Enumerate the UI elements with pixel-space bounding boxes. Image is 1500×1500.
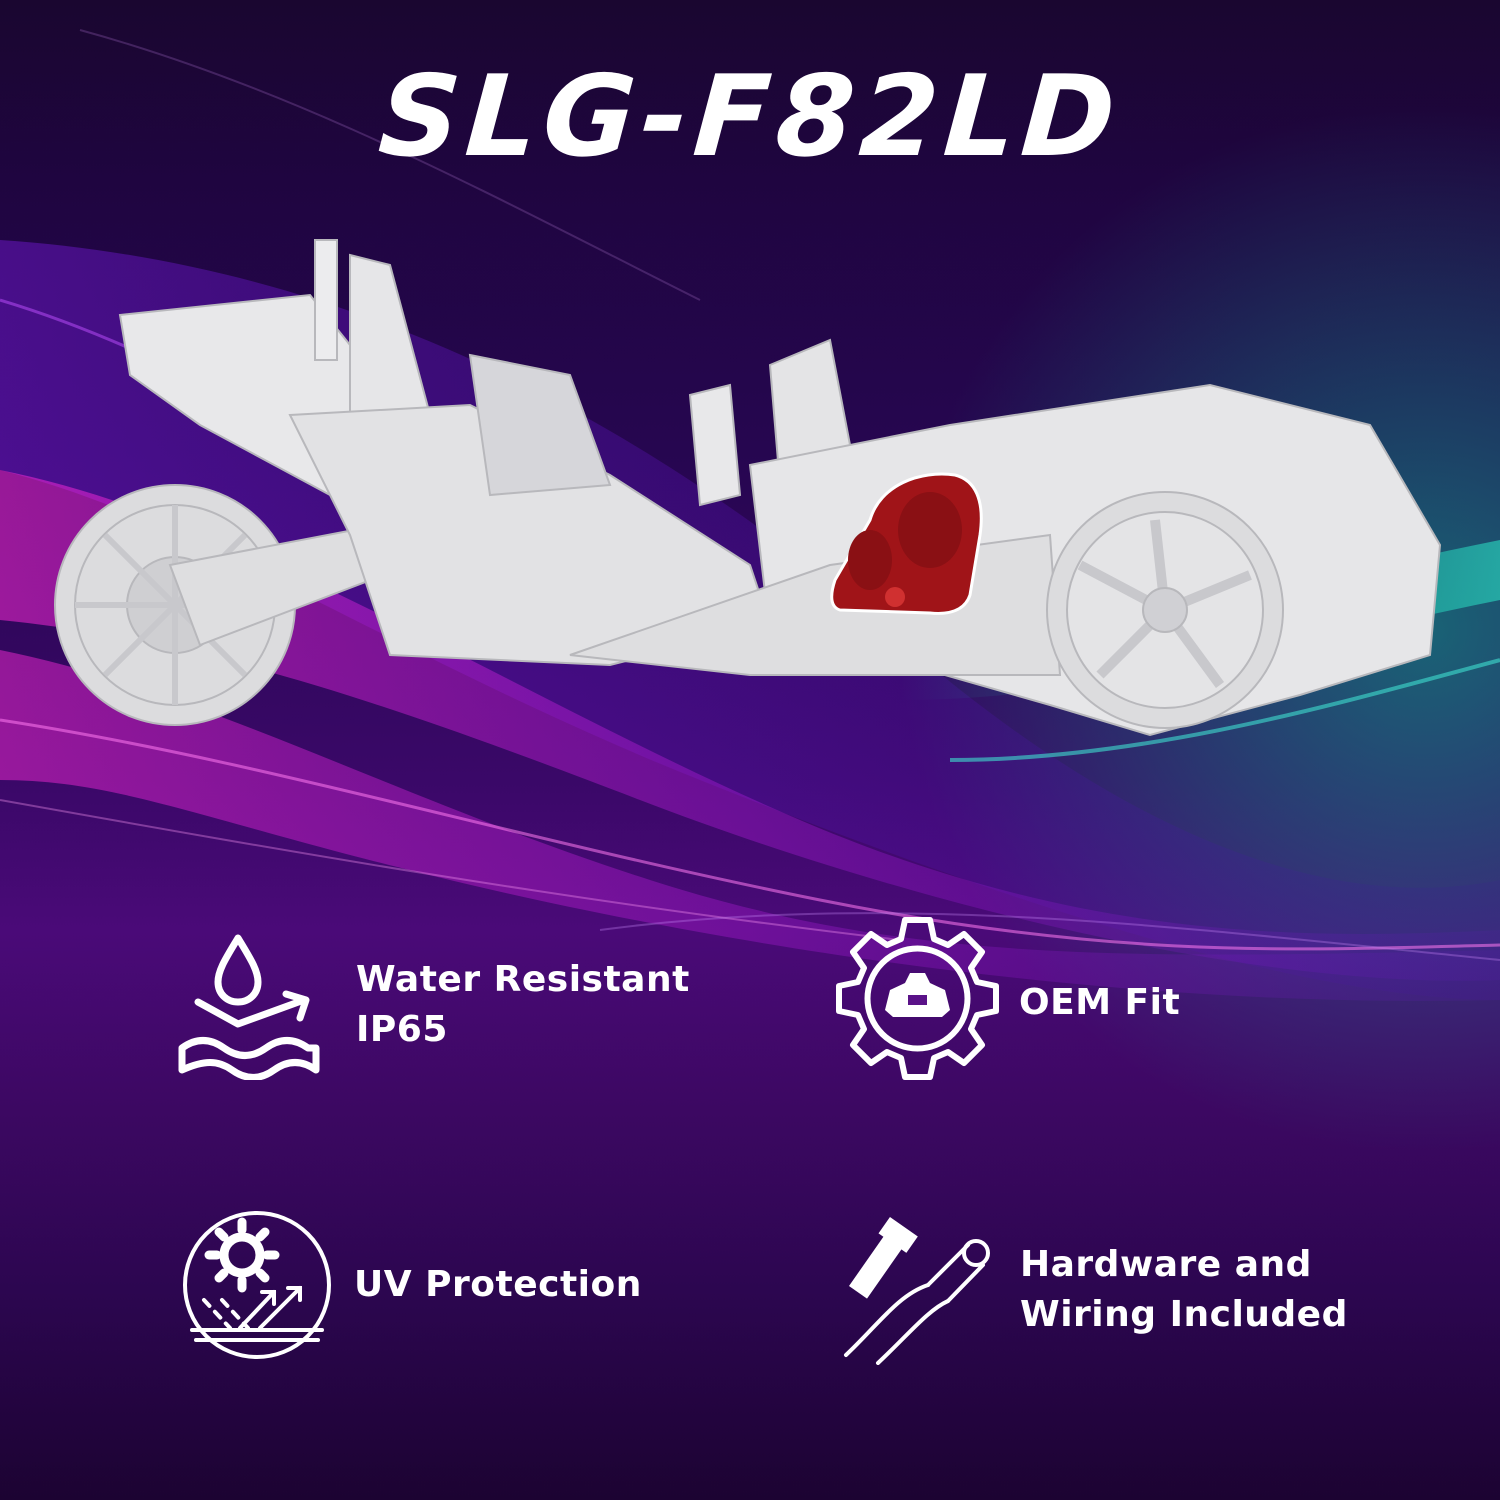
gear-vehicle-icon xyxy=(836,917,999,1080)
feature-uv-protection: UV Protection xyxy=(182,1210,642,1360)
feature-oem-fit: OEM Fit xyxy=(830,915,1180,1090)
water-drop-waves-icon xyxy=(178,934,320,1080)
product-model-title: SLG-F82LD xyxy=(374,52,1126,182)
feature-label: Water Resistant IP65 xyxy=(356,959,690,1050)
feature-label: UV Protection xyxy=(354,1264,642,1305)
wire-icon xyxy=(844,1239,990,1365)
feature-label: Hardware and Wiring Included xyxy=(1020,1244,1348,1335)
tail-light xyxy=(830,472,983,615)
feature-label: OEM Fit xyxy=(1019,981,1181,1023)
feature-hardware-wiring: Hardware and Wiring Included xyxy=(838,1215,1348,1365)
bolt-icon xyxy=(848,1216,918,1299)
uv-sun-shield-icon xyxy=(183,1211,331,1359)
bolt-wire-icon xyxy=(844,1216,990,1365)
feature-water-resistant: Water Resistant IP65 xyxy=(176,930,690,1080)
vehicle-render-image xyxy=(54,239,1442,737)
